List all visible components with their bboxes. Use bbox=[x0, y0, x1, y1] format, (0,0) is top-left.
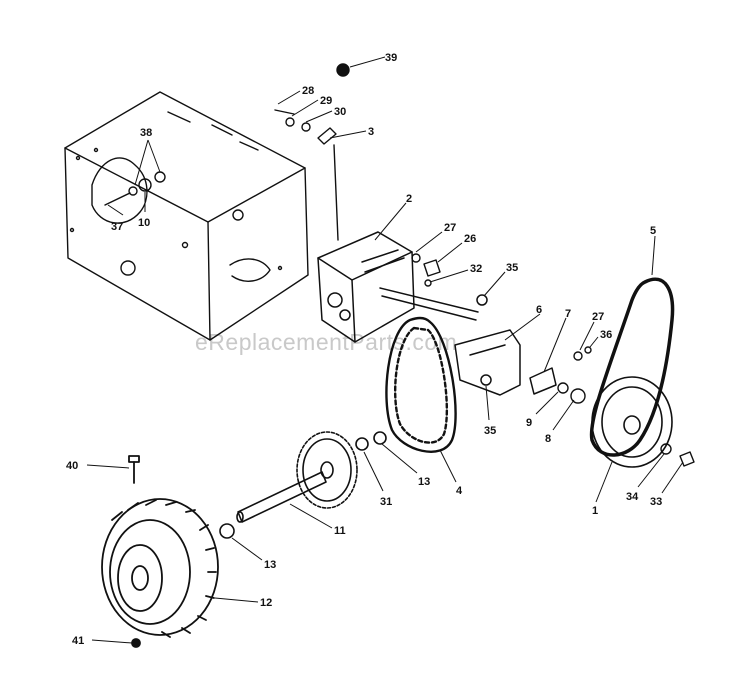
callout-34: 34 bbox=[626, 491, 639, 503]
callout-1: 1 bbox=[592, 505, 598, 517]
callout-10: 10 bbox=[138, 217, 150, 229]
callout-8: 8 bbox=[545, 433, 551, 445]
drive-chain bbox=[385, 316, 457, 453]
callout-12: 12 bbox=[260, 597, 272, 609]
callout-36: 36 bbox=[600, 329, 612, 341]
callout-28: 28 bbox=[302, 85, 314, 97]
gearbox-housing bbox=[317, 231, 479, 343]
callout-33: 33 bbox=[650, 496, 662, 508]
callout-26: 26 bbox=[464, 233, 476, 245]
callout-35-upper: 35 bbox=[506, 262, 518, 274]
callout-2: 2 bbox=[406, 193, 412, 205]
callout-13-axle: 13 bbox=[264, 559, 276, 571]
callout-7: 7 bbox=[565, 308, 571, 320]
callout-30: 30 bbox=[334, 106, 346, 118]
callout-13-sprocket: 13 bbox=[418, 476, 430, 488]
callout-41: 41 bbox=[72, 635, 84, 647]
callout-31: 31 bbox=[380, 496, 392, 508]
watermark-text: eReplacementParts.com bbox=[195, 329, 457, 355]
callout-labels: 39 28 29 30 3 38 37 10 2 27 26 32 35 5 6… bbox=[66, 52, 662, 647]
callout-5: 5 bbox=[650, 225, 656, 237]
callout-3: 3 bbox=[368, 126, 374, 138]
callout-11: 11 bbox=[334, 525, 346, 537]
callout-6: 6 bbox=[536, 304, 542, 316]
callout-leader-lines bbox=[86, 56, 684, 644]
frame-housing bbox=[64, 91, 309, 341]
callout-29: 29 bbox=[320, 95, 332, 107]
callout-40: 40 bbox=[66, 460, 78, 472]
callout-35-lower: 35 bbox=[484, 425, 496, 437]
callout-37: 37 bbox=[111, 221, 123, 233]
callout-38: 38 bbox=[140, 127, 152, 139]
callout-4: 4 bbox=[456, 485, 463, 497]
callout-39: 39 bbox=[385, 52, 397, 64]
callout-9: 9 bbox=[526, 417, 532, 429]
gearbox-side-bolt bbox=[411, 253, 441, 287]
frame-bolt-and-washers bbox=[104, 171, 166, 206]
callout-27-gearbox: 27 bbox=[444, 222, 456, 234]
gearbox-top-bolts bbox=[274, 63, 350, 241]
pulley-spacers bbox=[557, 346, 592, 404]
callout-32: 32 bbox=[470, 263, 482, 275]
wheel-tire bbox=[101, 455, 219, 648]
drive-pulley bbox=[591, 376, 673, 468]
axle-sprocket bbox=[296, 431, 387, 509]
axle-shaft bbox=[219, 471, 327, 539]
drive-belt bbox=[589, 277, 675, 457]
callout-27-pulley: 27 bbox=[592, 311, 604, 323]
